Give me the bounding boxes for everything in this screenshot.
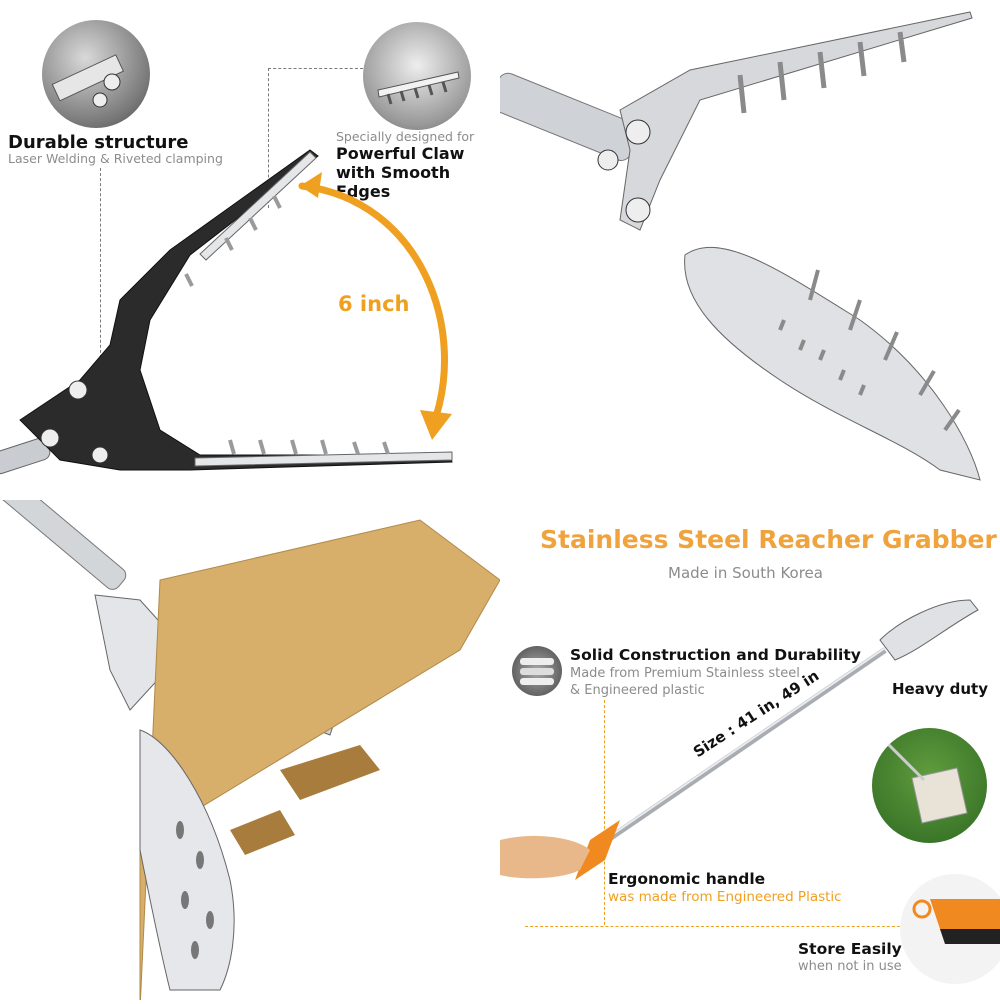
rivet-detail-image [42,20,150,128]
claw-teeth-icon [377,71,460,105]
claw-title-line1: Powerful Claw [336,144,465,163]
claw-pretitle: Specially designed for [336,129,475,144]
panel-product-info: Stainless Steel Reacher Grabber Made in … [500,500,1000,1000]
store-subtitle: when not in use [798,959,902,974]
store-title: Store Easily [798,940,902,958]
span-label: 6 inch [338,292,410,316]
panel-claw-span: Durable structure Laser Welding & Rivete… [0,0,500,500]
solid-subtitle-line2: & Engineered plastic [570,683,705,698]
pad-icon [880,736,968,824]
product-heading: Stainless Steel Reacher Grabber [540,525,997,554]
tubes-detail-image [512,646,562,696]
solid-title: Solid Construction and Durability [570,646,861,664]
claw-detail-image [363,22,471,130]
made-in-label: Made in South Korea [668,564,823,582]
durable-subtitle: Laser Welding & Riveted clamping [8,151,223,166]
claw-jaws-image [0,149,453,475]
tubes-icon [520,658,554,685]
panel-claw-closeup [490,0,1000,500]
panel-brick-grab [0,474,501,1004]
grass-inset-image [872,728,987,843]
hook-icon [912,899,1000,944]
rivet-icon [51,54,125,108]
durable-title: Durable structure [8,132,189,153]
span-arrow-icon [298,172,452,440]
ergo-subtitle: was made from Engineered Plastic [608,889,842,905]
heavy-duty-label: Heavy duty [892,680,988,698]
storage-inset-image [900,874,1000,984]
reacher-tool-image [500,599,979,880]
ergo-title: Ergonomic handle [608,870,766,888]
solid-subtitle-line1: Made from Premium Stainless steel [570,666,800,681]
claw-closeup-image [490,11,981,481]
brick-grab-image [0,474,501,1004]
